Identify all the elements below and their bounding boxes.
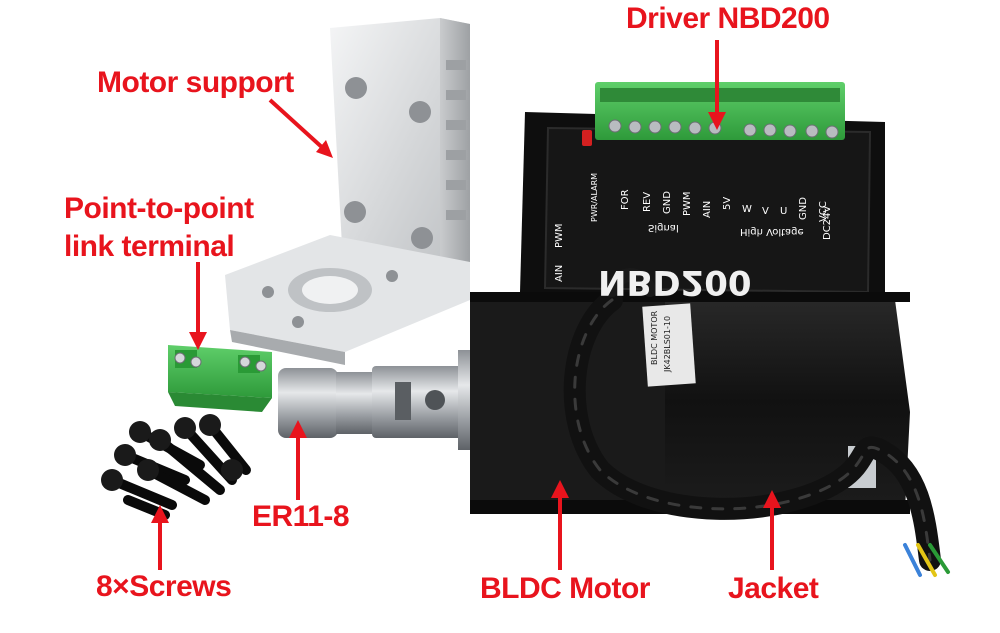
- driver-unit: [520, 82, 885, 300]
- jacket-label: Jacket: [728, 572, 819, 605]
- motor-support-label: Motor support: [97, 66, 294, 99]
- pointer-arrows: [151, 40, 781, 570]
- cable-jacket: [563, 268, 950, 577]
- motor-label: BLDC Motor: [480, 572, 650, 605]
- terminal-label-line2: link terminal: [64, 230, 235, 263]
- terminal-label-line1: Point-to-point: [64, 192, 254, 225]
- hv-pin-w: W: [742, 204, 752, 215]
- signal-pin-gnd: GND: [662, 191, 673, 214]
- signal-group-title: Signal: [648, 222, 679, 233]
- signal-pin-rev: REV: [642, 191, 653, 212]
- hv-pin-vcc: VCC: [818, 201, 829, 222]
- er11-collet: [278, 350, 478, 450]
- screw-heads: [101, 414, 243, 491]
- link-terminal: [168, 345, 272, 412]
- screws-label: 8×Screws: [96, 570, 232, 603]
- collet-label: ER11-8: [252, 500, 350, 533]
- side-pwm-text: PWM: [554, 223, 565, 248]
- motor-support-bracket: [225, 18, 470, 365]
- side-ain-text: AIN: [554, 264, 565, 282]
- motor-sticker-line2: JK42BLS01-10: [663, 315, 672, 372]
- bldc-motor: [470, 292, 910, 514]
- driver-label: Driver NBD200: [626, 2, 830, 35]
- motor-sticker-line1: BLDC MOTOR: [650, 310, 659, 365]
- signal-pin-5v: 5V: [722, 196, 733, 210]
- driver-model-text: NBD200: [598, 262, 752, 302]
- pwr-alarm-text: PWR/ALARM: [590, 172, 599, 222]
- signal-pin-ain: AIN: [702, 200, 713, 218]
- signal-pin-pwm: PWM: [682, 191, 693, 216]
- hv-pin-v: V: [762, 206, 769, 217]
- hv-pin-u: U: [780, 206, 788, 217]
- signal-pin-for: FOR: [620, 189, 631, 210]
- high-voltage-group-title: High Voltage: [740, 226, 804, 237]
- hv-pin-gnd: GND: [798, 197, 809, 220]
